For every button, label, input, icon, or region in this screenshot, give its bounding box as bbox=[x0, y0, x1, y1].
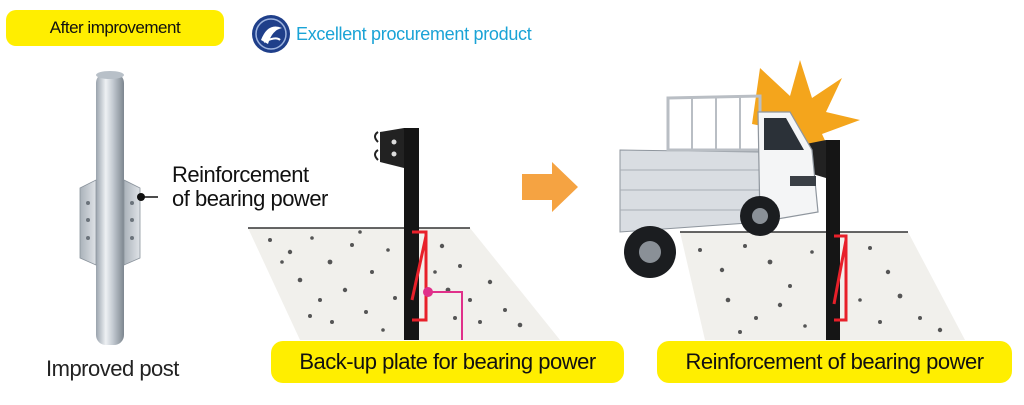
procurement-logo-icon bbox=[252, 15, 290, 53]
truck-icon bbox=[619, 94, 819, 278]
post-annotation-line1: Reinforcement bbox=[172, 162, 309, 187]
post-annotation-line2: of bearing power bbox=[172, 186, 328, 211]
backup-plate-callout bbox=[423, 287, 463, 340]
arrow-right-icon bbox=[522, 162, 578, 212]
post-annotation: Reinforcement of bearing power bbox=[172, 163, 328, 211]
backup-plate-caption: Back-up plate for bearing power bbox=[299, 349, 596, 374]
procurement-label: Excellent procurement product bbox=[296, 24, 532, 44]
impact-burst-icon bbox=[752, 60, 860, 168]
backup-plate-caption-box: Back-up plate for bearing power bbox=[271, 341, 624, 383]
improved-post-caption: Improved post bbox=[46, 356, 179, 381]
backup-plate bbox=[410, 230, 428, 322]
after-improvement-label: After improvement bbox=[49, 18, 181, 37]
reinforcement-caption-box: Reinforcement of bearing power bbox=[657, 341, 1012, 383]
after-improvement-badge: After improvement bbox=[6, 10, 224, 46]
improved-post bbox=[79, 71, 141, 345]
reinforcement-caption: Reinforcement of bearing power bbox=[685, 349, 984, 374]
soil-cross-section-impact bbox=[680, 231, 965, 340]
annotation-pointer bbox=[137, 193, 158, 201]
